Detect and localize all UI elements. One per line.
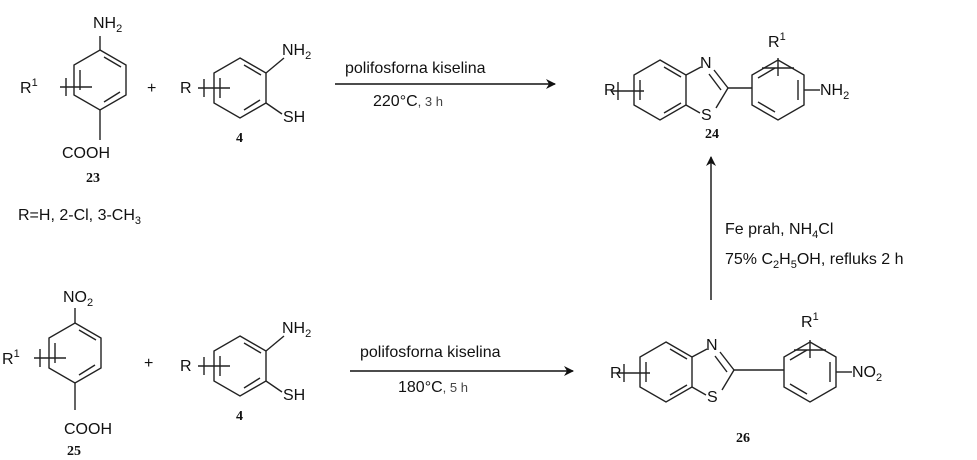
- compound-number: 24: [705, 127, 719, 142]
- benzene-ring: [198, 335, 285, 397]
- compound-4-bottom: R NH2 SH 4: [180, 320, 311, 424]
- sulfur-atom: S: [707, 389, 718, 406]
- condition-temperature: 180°C, 5 h: [398, 379, 468, 396]
- condition-reagent: polifosforna kiselina: [360, 344, 501, 361]
- r-substituent: R: [610, 365, 622, 382]
- r1-substituent: R1: [20, 77, 38, 97]
- compound-23: NH2 R1 COOH 23: [20, 15, 127, 186]
- r-substituent: R: [604, 82, 616, 99]
- compound-number: 23: [86, 171, 100, 186]
- reduction-conditions: 75% C2H5OH, refluks 2 h: [725, 251, 904, 271]
- nitro-group: NO2: [63, 289, 93, 309]
- benzene-ring: [198, 57, 285, 119]
- compound-number: 4: [236, 131, 243, 146]
- condition-reagent: polifosforna kiselina: [345, 60, 486, 77]
- amino-group: NH2: [820, 82, 849, 102]
- thiol-group: SH: [283, 387, 305, 404]
- compound-number: 26: [736, 431, 750, 446]
- compound-25: NO2 R1 COOH 25: [2, 289, 112, 459]
- plus-sign: +: [144, 355, 153, 372]
- thiol-group: SH: [283, 109, 305, 126]
- sulfur-atom: S: [701, 107, 712, 124]
- benzene-ring: [34, 308, 102, 410]
- reduction-arrow: Fe prah, NH4Cl 75% C2H5OH, refluks 2 h: [706, 156, 904, 300]
- amino-group: NH2: [282, 320, 311, 340]
- benzothiazole-ring: [612, 59, 729, 121]
- compound-4-top: R NH2 SH 4: [180, 42, 311, 146]
- condition-temperature: 220°C, 3 h: [373, 93, 443, 110]
- amino-group: NH2: [93, 15, 122, 35]
- r1-substituent: R1: [768, 31, 786, 51]
- r-substituent: R: [180, 358, 192, 375]
- plus-sign: +: [147, 80, 156, 97]
- reaction-arrow-1: polifosforna kiselina 220°C, 3 h: [335, 60, 556, 110]
- phenyl-ring: [734, 340, 852, 403]
- nitrogen-atom: N: [706, 337, 718, 354]
- compound-24: R N S R1 NH2 24: [604, 31, 849, 142]
- compound-26: R N S R1 NO2 26: [610, 311, 882, 446]
- substituent-note: R=H, 2-Cl, 3-CH3: [18, 207, 141, 227]
- nitro-group: NO2: [852, 364, 882, 384]
- benzene-ring: [60, 36, 127, 140]
- r1-substituent: R1: [801, 311, 819, 331]
- benzothiazole-ring: [618, 341, 735, 403]
- reduction-reagent: Fe prah, NH4Cl: [725, 221, 833, 241]
- carboxyl-group: COOH: [64, 421, 112, 438]
- amino-group: NH2: [282, 42, 311, 62]
- compound-number: 25: [67, 444, 81, 459]
- reaction-arrow-2: polifosforna kiselina 180°C, 5 h: [350, 344, 574, 396]
- compound-number: 4: [236, 409, 243, 424]
- nitrogen-atom: N: [700, 55, 712, 72]
- r-substituent: R: [180, 80, 192, 97]
- carboxyl-group: COOH: [62, 145, 110, 162]
- phenyl-ring: [728, 58, 820, 121]
- r1-substituent: R1: [2, 348, 20, 368]
